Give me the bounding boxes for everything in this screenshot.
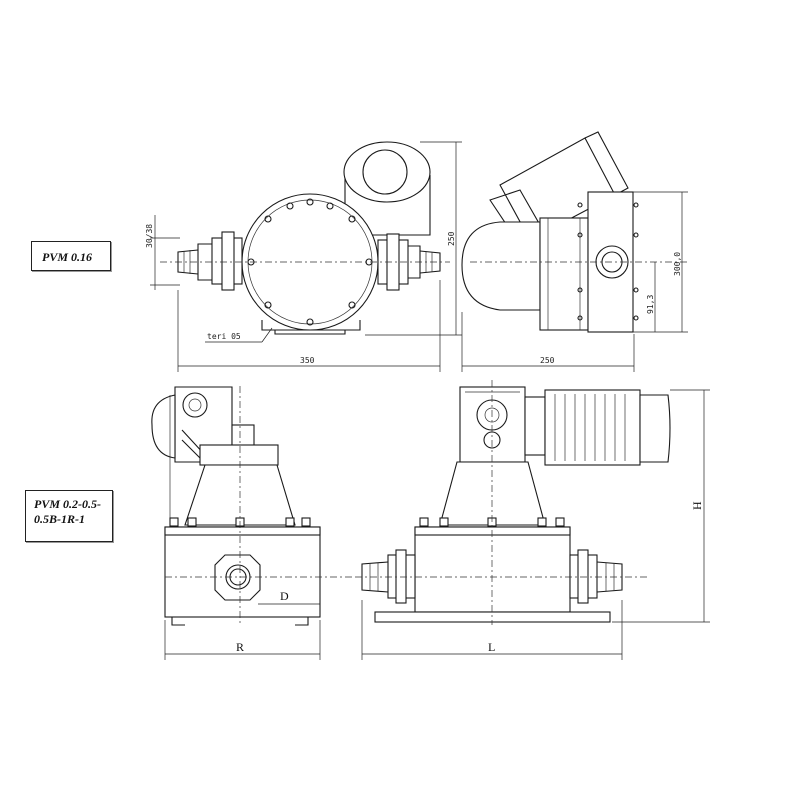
dim-R-text: R xyxy=(236,640,244,654)
dim-height-left-text: 250 xyxy=(447,231,456,246)
dim-L-text: L xyxy=(488,640,495,654)
model-label-line-2: 0.5B-1R-1 xyxy=(34,512,85,526)
dim-height-right-text: 300,0 xyxy=(673,252,682,276)
motor-side xyxy=(544,389,641,466)
dim-width-left-text: 350 xyxy=(300,356,315,365)
pump-block-front xyxy=(164,526,321,618)
view-bottom-left-front: D R xyxy=(151,386,355,660)
model-label-text: PVM 0.16 xyxy=(42,250,93,264)
dim-pipe-text: 30/38 xyxy=(145,224,154,248)
dim-D-text: D xyxy=(280,589,289,603)
view-top-right-side: 300,0 91,3 250 xyxy=(461,131,690,372)
dim-H-text: H xyxy=(690,501,704,510)
pump-block-side xyxy=(414,526,571,613)
model-label-pvm-016: PVM 0.16 xyxy=(31,241,111,271)
dim-axis-height-text: 91,3 xyxy=(646,295,655,314)
dim-width-right-text: 250 xyxy=(540,356,555,365)
model-label-pvm-02-range: PVM 0.2-0.5- 0.5B-1R-1 xyxy=(25,490,113,542)
view-bottom-right-side: H L xyxy=(355,380,710,660)
dim-hole-note-text: teri 05 xyxy=(207,332,241,341)
view-top-left-front: 30/38 250 350 teri 05 xyxy=(145,141,462,372)
model-label-line-1: PVM 0.2-0.5- xyxy=(34,497,101,511)
